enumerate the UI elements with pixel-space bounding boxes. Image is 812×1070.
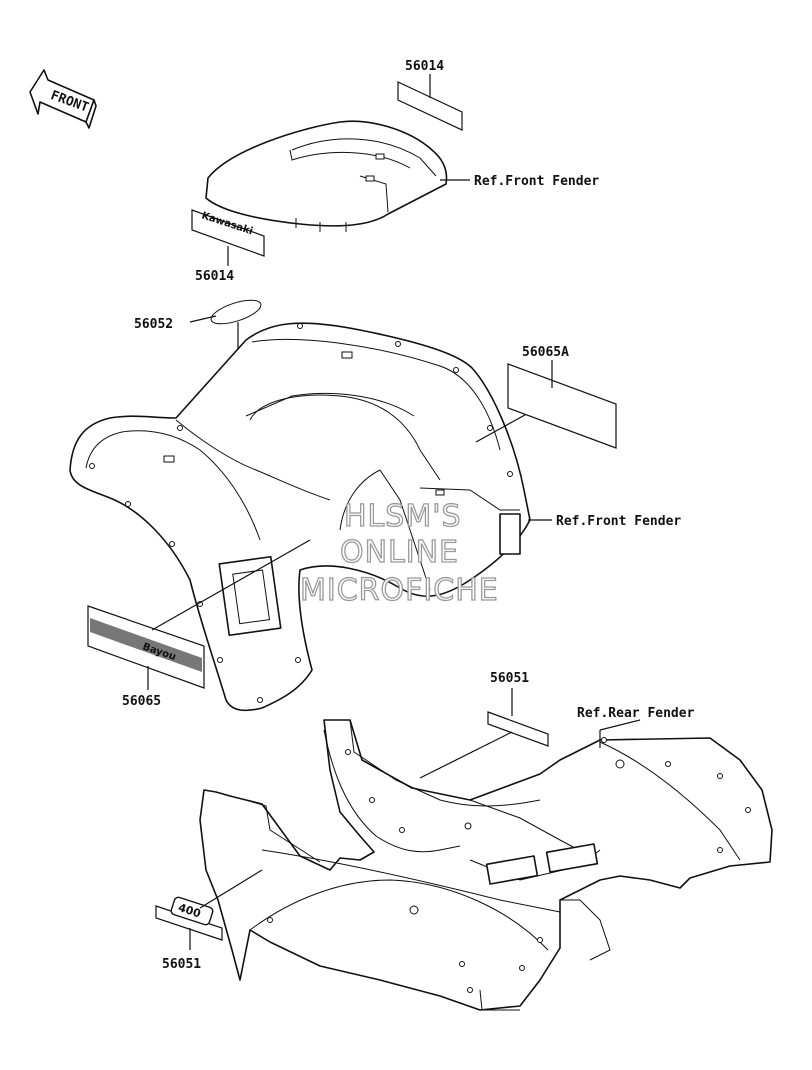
watermark-line3: MICROFICHE <box>300 573 499 608</box>
kawasaki-decal: Kawasaki 56014 <box>191 209 265 284</box>
side-decal: Bayou 56065 <box>87 539 311 709</box>
oval-emblem: 56052 <box>134 299 262 390</box>
callout-top-decal: 56014 <box>405 59 444 74</box>
watermark-line2: ONLINE <box>340 535 459 570</box>
side-decal-a: 56065A <box>507 345 617 449</box>
watermark: HLSM'S ONLINE MICROFICHE <box>299 498 499 608</box>
rear-fender: Ref.Rear Fender <box>199 706 773 1011</box>
callout-ref-rear-fender: Ref.Rear Fender <box>577 706 695 721</box>
callout-kawasaki-decal: 56014 <box>195 269 234 284</box>
rear-emblem: 400 56051 <box>155 869 263 972</box>
front-arrow-icon: FRONT <box>29 69 97 129</box>
rear-decal: 56051 <box>419 671 549 779</box>
front-fender-main: Ref.Front Fender <box>69 322 681 712</box>
callout-side-decal: 56065 <box>122 694 161 709</box>
front-fender-hood: Ref.Front Fender <box>205 120 599 232</box>
callout-oval-emblem: 56052 <box>134 317 173 332</box>
watermark-line1: HLSM'S <box>344 499 462 534</box>
top-decal: 56014 <box>397 59 463 131</box>
callout-rear-emblem: 56051 <box>162 957 201 972</box>
callout-ref-front-fender-mid: Ref.Front Fender <box>556 514 681 529</box>
callout-rear-decal: 56051 <box>490 671 529 686</box>
callout-ref-front-fender-top: Ref.Front Fender <box>474 174 599 189</box>
callout-side-decal-a: 56065A <box>522 345 569 360</box>
